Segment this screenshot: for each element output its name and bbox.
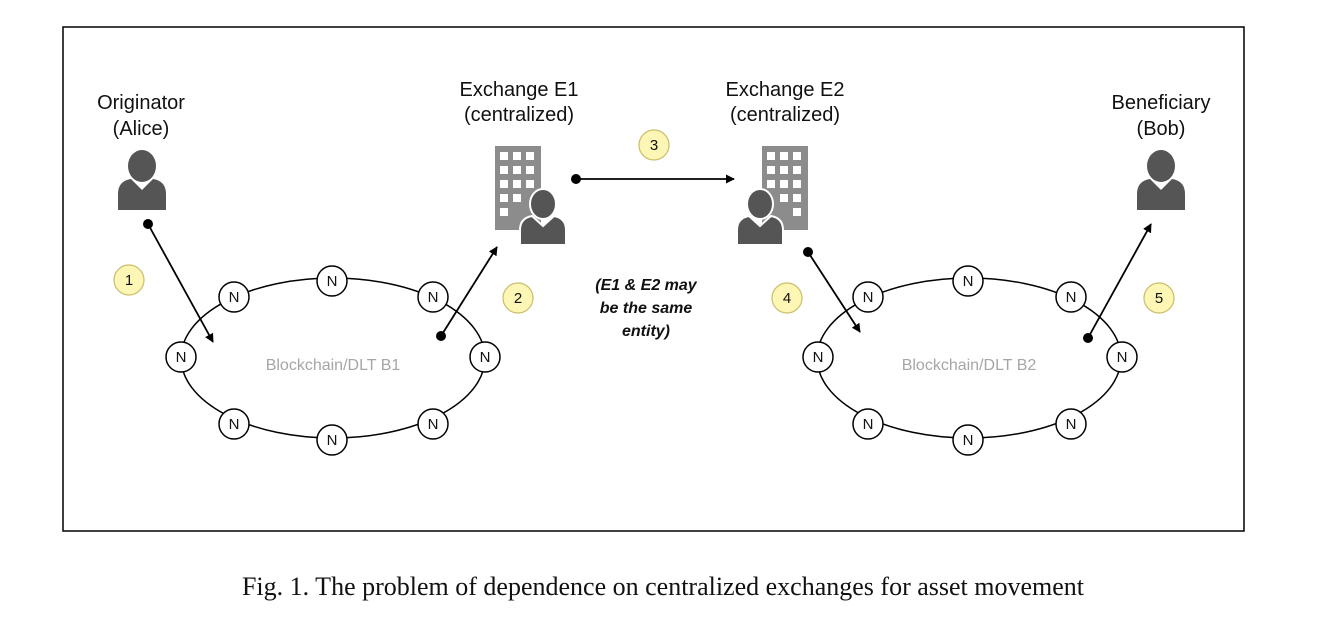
- arrow-step-2: [436, 246, 498, 341]
- originator-sub: (Alice): [113, 118, 170, 140]
- node: N: [218, 281, 250, 313]
- svg-text:N: N: [229, 416, 240, 433]
- arrow-step-3: [571, 174, 735, 184]
- arrow-step-4: [803, 247, 861, 333]
- svg-text:N: N: [963, 273, 974, 290]
- exchange-e2-name: Exchange E2: [726, 79, 845, 101]
- node: N: [852, 408, 884, 440]
- node: N: [417, 281, 449, 313]
- node: N: [802, 341, 834, 373]
- node: N: [1055, 281, 1087, 313]
- node: N: [1106, 341, 1138, 373]
- node: N: [417, 408, 449, 440]
- svg-text:N: N: [327, 432, 338, 449]
- svg-text:N: N: [1066, 289, 1077, 306]
- svg-text:N: N: [229, 289, 240, 306]
- diagram-frame: [62, 26, 1245, 532]
- note-line-2: be the same: [600, 300, 693, 317]
- svg-text:N: N: [327, 273, 338, 290]
- svg-text:N: N: [1066, 416, 1077, 433]
- svg-text:N: N: [428, 416, 439, 433]
- svg-text:4: 4: [783, 290, 791, 307]
- beneficiary-name: Beneficiary: [1112, 92, 1211, 114]
- note-line-1: (E1 & E2 may: [595, 277, 697, 294]
- arrow-step-5: [1083, 223, 1152, 343]
- beneficiary-sub: (Bob): [1137, 118, 1186, 140]
- node: N: [952, 265, 984, 297]
- svg-text:1: 1: [125, 272, 133, 289]
- svg-text:N: N: [813, 349, 824, 366]
- step-badge-3: 3: [638, 129, 670, 161]
- blockchain-b1-label: Blockchain/DLT B1: [266, 357, 401, 374]
- node: N: [952, 424, 984, 456]
- svg-text:N: N: [1117, 349, 1128, 366]
- exchange-e1-name: Exchange E1: [460, 79, 579, 101]
- node: N: [1055, 408, 1087, 440]
- blockchain-b2-label: Blockchain/DLT B2: [902, 357, 1037, 374]
- exchange-e2-sub: (centralized): [730, 104, 840, 126]
- svg-text:N: N: [863, 416, 874, 433]
- step-badge-1: 1: [113, 264, 145, 296]
- exchange-e1-label: Exchange E1 (centralized): [460, 79, 579, 126]
- exchange-e1-sub: (centralized): [464, 104, 574, 126]
- exchange-e1-building-icon: [495, 146, 567, 246]
- same-entity-note: (E1 & E2 may be the same entity): [595, 277, 697, 340]
- svg-text:N: N: [863, 289, 874, 306]
- diagram: Originator (Alice) Exchange E1 (centrali…: [62, 26, 1245, 532]
- figure-caption: Fig. 1. The problem of dependence on cen…: [241, 572, 1085, 601]
- step-badge-5: 5: [1143, 282, 1175, 314]
- node: N: [218, 408, 250, 440]
- node: N: [316, 424, 348, 456]
- svg-text:2: 2: [514, 290, 522, 307]
- svg-text:N: N: [428, 289, 439, 306]
- originator-person-icon: [118, 150, 166, 210]
- exchange-e2-label: Exchange E2 (centralized): [726, 79, 845, 126]
- svg-text:3: 3: [650, 137, 658, 154]
- step-badge-4: 4: [771, 282, 803, 314]
- originator-name: Originator: [97, 92, 185, 114]
- beneficiary-person-icon: [1137, 150, 1185, 210]
- svg-text:5: 5: [1155, 290, 1163, 307]
- step-badge-2: 2: [502, 282, 534, 314]
- svg-text:N: N: [963, 432, 974, 449]
- node: N: [165, 341, 197, 373]
- originator-label: Originator (Alice): [97, 92, 185, 140]
- svg-text:N: N: [480, 349, 491, 366]
- node: N: [469, 341, 501, 373]
- note-line-3: entity): [622, 323, 670, 340]
- node: N: [852, 281, 884, 313]
- exchange-e2-building-icon: [736, 146, 808, 246]
- beneficiary-label: Beneficiary (Bob): [1112, 92, 1211, 140]
- arrow-step-1: [143, 219, 214, 343]
- node: N: [316, 265, 348, 297]
- svg-text:N: N: [176, 349, 187, 366]
